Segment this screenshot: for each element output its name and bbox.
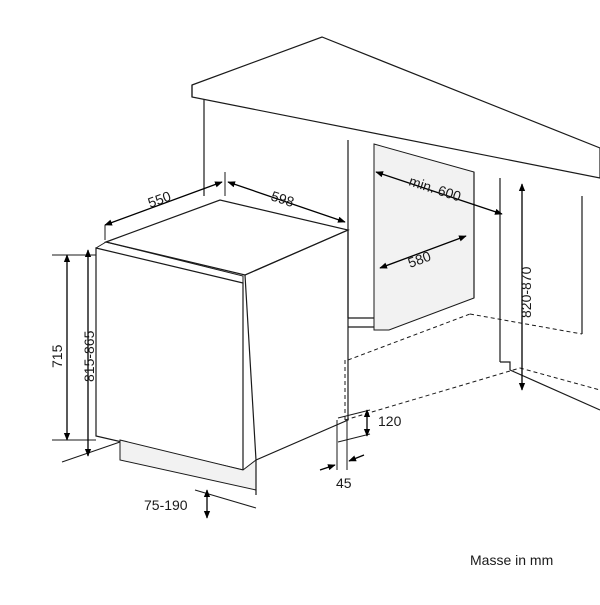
floor-outline xyxy=(344,313,600,421)
units-note: Masse in mm xyxy=(470,552,554,568)
dim-niche-height-label: 820-870 xyxy=(518,266,534,318)
dim-plinth-depth: 45 xyxy=(319,420,365,491)
dim-width: 598 xyxy=(224,172,349,230)
dishwasher xyxy=(95,199,350,495)
dim-niche-depth: 580 xyxy=(379,235,467,271)
plinth xyxy=(119,439,257,491)
countertop xyxy=(191,36,600,179)
right-cabinet xyxy=(499,178,600,411)
dishwasher-side xyxy=(244,229,349,461)
dim-plinth-height: 120 xyxy=(337,409,402,443)
dim-plinth-height-label: 120 xyxy=(378,413,402,429)
niche-recess xyxy=(373,143,475,331)
dim-plinth-clearance-label: 75-190 xyxy=(144,497,188,513)
dim-depth: 550 xyxy=(104,181,223,240)
dim-appliance-height: 715 xyxy=(49,254,96,441)
dim-depth-label: 550 xyxy=(146,188,174,211)
dishwasher-door xyxy=(95,247,244,471)
dim-plinth-clearance: 75-190 xyxy=(144,489,257,519)
dim-installed-height-label: 815-865 xyxy=(81,330,97,382)
dim-niche-height: 820-870 xyxy=(518,183,534,391)
dim-appliance-height-label: 715 xyxy=(49,344,65,368)
dim-width-label: 598 xyxy=(269,188,296,211)
dim-installed-height: 815-865 xyxy=(61,249,121,463)
dim-plinth-depth-label: 45 xyxy=(336,475,352,491)
dim-niche-depth-label: 580 xyxy=(406,248,434,271)
left-cabinet xyxy=(203,99,389,328)
